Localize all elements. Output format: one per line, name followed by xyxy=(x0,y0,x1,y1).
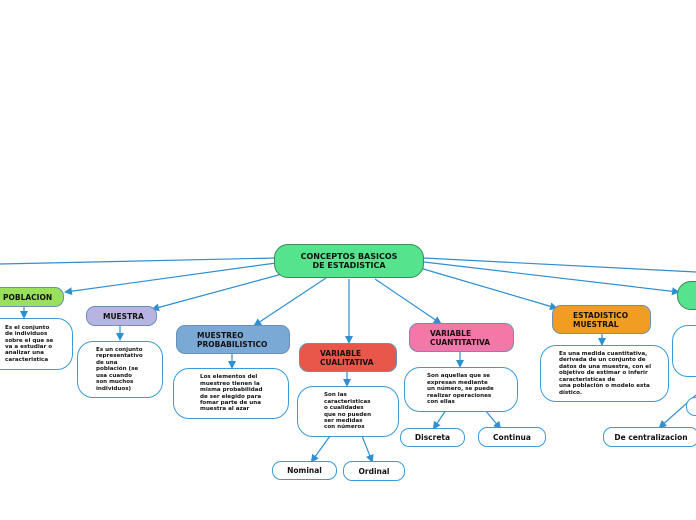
muestra-description: Es un conjunto representativo de una pob… xyxy=(77,341,163,398)
discreta-node[interactable]: Discreta xyxy=(400,428,465,447)
edge-central-poblacion xyxy=(64,262,277,296)
centralizacion-node[interactable]: De centralizacion xyxy=(603,427,696,447)
continua-node[interactable]: Continua xyxy=(478,427,546,447)
central-node[interactable]: CONCEPTOS BASICOS DE ESTADISTICA xyxy=(274,244,424,278)
edge-cualitativa-ordinal xyxy=(361,435,374,463)
muestreo-node[interactable]: MUESTREO PROBABILISTICO xyxy=(176,325,290,354)
edge-central-right xyxy=(423,261,680,296)
muestra-node[interactable]: MUESTRA xyxy=(86,306,157,326)
right-partial-leaf[interactable] xyxy=(686,397,696,416)
cuantitativa-node[interactable]: VARIABLE CUANTITATIVA xyxy=(409,323,514,352)
ordinal-node[interactable]: Ordinal xyxy=(343,461,405,481)
cuantitativa-description: Son aquellas que se expresan mediante un… xyxy=(404,367,518,412)
edge-central-cuantitativa xyxy=(374,278,442,325)
poblacion-node[interactable]: POBLACION xyxy=(0,287,64,307)
right-partial-node[interactable] xyxy=(677,281,696,310)
muestreo-description: Los elementos del muestreo tienen la mis… xyxy=(173,368,289,419)
edge-central-estadistico xyxy=(419,267,558,311)
estadistico-node[interactable]: ESTADISTICO MUESTRAL xyxy=(552,305,651,334)
edge-central-muestreo xyxy=(253,277,327,327)
cualitativa-node[interactable]: VARIABLE CUALITATIVA xyxy=(299,343,397,372)
edge-cualitativa-nominal xyxy=(310,435,331,463)
edge-central-left-top xyxy=(0,257,277,265)
edge-central-right-top xyxy=(423,257,696,273)
nominal-node[interactable]: Nominal xyxy=(272,461,337,480)
edge-central-muestra xyxy=(151,273,283,312)
estadistico-description: Es una medida cuantitativa, derivada de … xyxy=(540,345,669,402)
edge-cuantitativa-continua xyxy=(484,409,502,430)
poblacion-description: Es el conjunto de individuos sobre el qu… xyxy=(0,318,73,370)
right-partial-description xyxy=(672,325,696,377)
cualitativa-description: Son las caracteristicas o cualidades que… xyxy=(297,386,399,437)
edge-cuantitativa-discreta xyxy=(432,409,447,430)
